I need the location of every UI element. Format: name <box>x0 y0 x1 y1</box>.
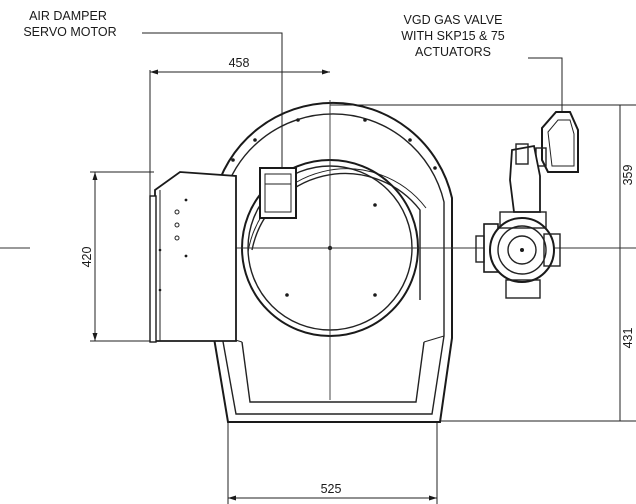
servo-motor <box>259 167 297 219</box>
dimension-right-lower-value: 431 <box>621 328 635 349</box>
servo-motor-callout: AIR DAMPER SERVO MOTOR <box>23 9 283 168</box>
burner-housing <box>213 101 453 423</box>
servo-callout-line1: AIR DAMPER <box>29 9 107 23</box>
dimension-right: 359 431 <box>330 104 636 422</box>
valve-callout-line3: ACTUATORS <box>415 45 491 59</box>
valve-callout-line2: WITH SKP15 & 75 <box>401 29 505 43</box>
gas-valve-callout: VGD GAS VALVE WITH SKP15 & 75 ACTUATORS <box>401 13 563 112</box>
dimension-top-value: 458 <box>229 56 250 70</box>
servo-callout-line2: SERVO MOTOR <box>23 25 116 39</box>
dimension-left: 420 <box>80 171 154 342</box>
dimension-bottom-value: 525 <box>321 482 342 496</box>
dimension-right-upper-value: 359 <box>621 165 635 186</box>
valve-leader-line <box>528 57 563 112</box>
valve-callout-line1: VGD GAS VALVE <box>404 13 503 27</box>
dimension-top: 458 <box>149 56 330 198</box>
fan-volute <box>247 168 427 300</box>
dimension-left-value: 420 <box>80 247 94 268</box>
gas-valve <box>475 111 579 299</box>
dimension-bottom: 525 <box>227 421 438 504</box>
centre-lines <box>0 100 636 400</box>
servo-leader-line <box>142 32 283 168</box>
control-box <box>149 171 237 343</box>
